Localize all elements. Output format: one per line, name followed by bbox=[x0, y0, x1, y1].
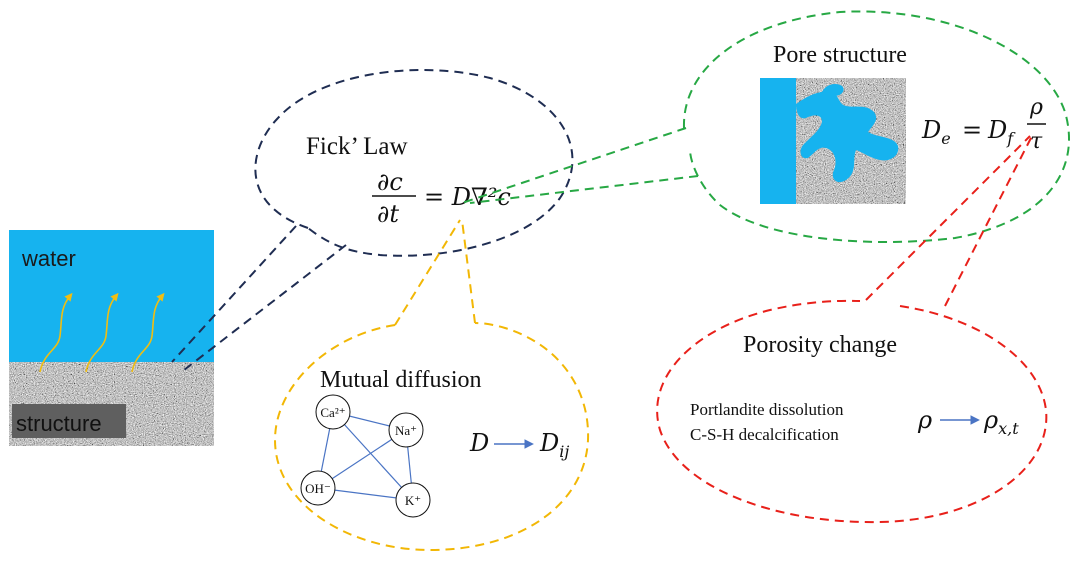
pore-channel bbox=[796, 91, 899, 183]
porosity-line-1: Portlandite dissolution bbox=[690, 400, 844, 419]
mutual-lhs: D bbox=[469, 429, 489, 457]
fick-bubble-outline bbox=[254, 69, 574, 257]
porosity-rhs: ρx,t bbox=[983, 406, 1019, 438]
ion-ca-node bbox=[315, 394, 351, 430]
pore-callout-line-2 bbox=[469, 175, 699, 204]
porosity-lhs: ρ bbox=[917, 406, 932, 434]
pore-title: Pore structure bbox=[773, 42, 907, 68]
porosity-line-2: C-S-H decalcification bbox=[690, 425, 839, 444]
ion-k-label: K⁺ bbox=[405, 493, 421, 508]
fick-numerator: ∂c bbox=[377, 168, 403, 196]
pore-content: Pore structure De = Df ρ τ bbox=[760, 42, 1046, 204]
leaching-arrow-2 bbox=[85, 292, 119, 373]
leaching-arrow-3 bbox=[131, 292, 165, 373]
water-structure-block: water structure bbox=[9, 230, 214, 446]
fick-rhs: = D∇²c bbox=[424, 183, 511, 211]
mutual-bubble-outline bbox=[273, 322, 590, 552]
pore-equals: = bbox=[962, 116, 982, 144]
pore-channel-branch bbox=[822, 84, 844, 96]
ion-oh-label: OH⁻ bbox=[305, 481, 331, 496]
ion-na-node bbox=[388, 412, 424, 448]
porosity-bubble-outline bbox=[656, 299, 1048, 524]
pore-water-strip bbox=[760, 78, 796, 204]
fick-callout-line-1 bbox=[171, 225, 297, 363]
ion-k-node bbox=[395, 482, 431, 518]
ion-edge-na-oh bbox=[317, 429, 407, 489]
ion-na-label: Na⁺ bbox=[395, 423, 417, 438]
porosity-title: Porosity change bbox=[743, 332, 897, 358]
mutual-callout-line-2 bbox=[461, 219, 476, 324]
pore-bubble-outline bbox=[682, 10, 1070, 243]
mutual-content: Mutual diffusion Ca²⁺ Na⁺ OH⁻ K⁺ D Dij bbox=[300, 367, 569, 518]
water-label: water bbox=[21, 246, 76, 271]
pore-callout-line-1 bbox=[461, 127, 687, 204]
ion-oh-node bbox=[300, 470, 336, 506]
leaching-arrow-1 bbox=[39, 292, 73, 373]
pore-lhs: De bbox=[921, 116, 951, 148]
fick-law-bubble bbox=[171, 69, 574, 371]
porosity-change-bubble bbox=[656, 135, 1048, 524]
mutual-callout-line-1 bbox=[394, 219, 461, 326]
porosity-callout-line-1 bbox=[865, 135, 1031, 301]
ion-edge-ca-k bbox=[332, 411, 414, 501]
pore-frac-num: ρ bbox=[1029, 95, 1043, 120]
structure-label: structure bbox=[16, 411, 102, 436]
pore-df: Df bbox=[987, 116, 1016, 148]
structure-label-box bbox=[12, 404, 126, 438]
mutual-title: Mutual diffusion bbox=[320, 367, 482, 393]
porosity-content: Porosity change Portlandite dissolution … bbox=[690, 332, 1019, 444]
mutual-rhs: Dij bbox=[539, 429, 569, 461]
fick-callout-line-2 bbox=[183, 244, 347, 371]
pore-structure-bubble bbox=[461, 10, 1070, 243]
fick-title: Fick’ Law bbox=[306, 133, 408, 160]
pore-frac-den: τ bbox=[1030, 129, 1043, 154]
mutual-diffusion-bubble bbox=[273, 219, 590, 552]
fick-denominator: ∂t bbox=[377, 200, 399, 228]
ion-ca-label: Ca²⁺ bbox=[320, 405, 345, 420]
porosity-callout-line-2 bbox=[944, 135, 1033, 307]
fick-content: Fick’ Law ∂c ∂t = D∇²c bbox=[306, 133, 511, 228]
